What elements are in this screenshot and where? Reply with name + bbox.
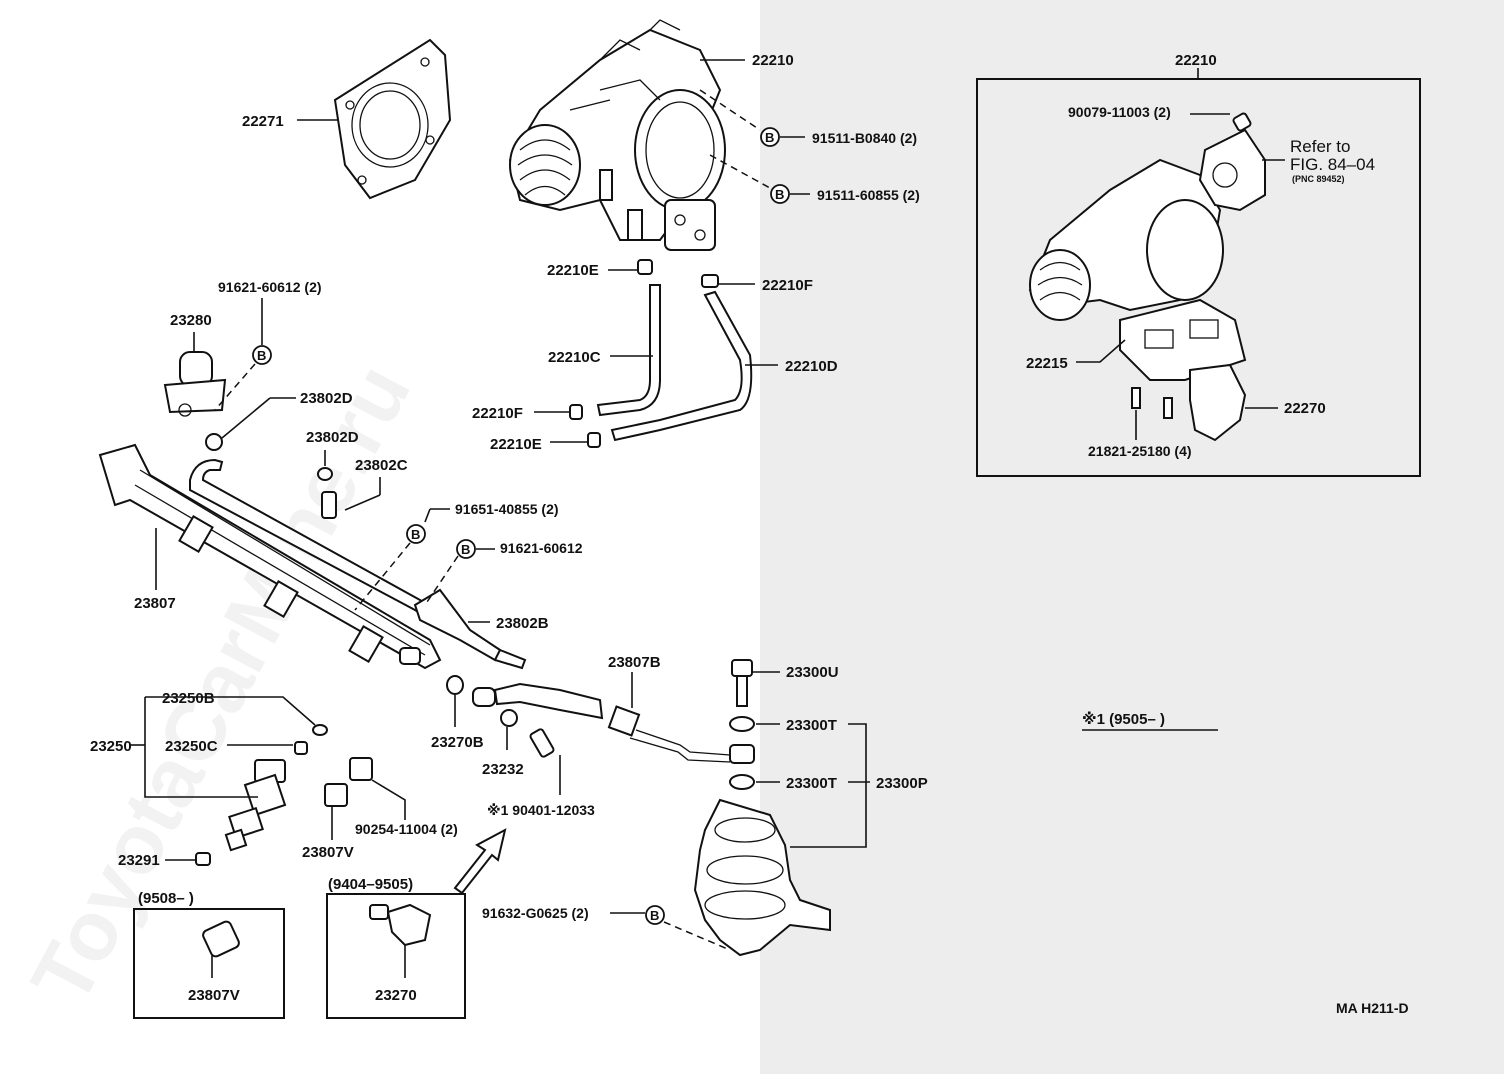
label-22210e-lower: 22210E <box>490 436 542 453</box>
symbol-b-4 <box>406 524 426 544</box>
label-23802d-lower: 23802D <box>306 429 359 446</box>
watermark: ToyotaCarMine.ru <box>13 349 428 1018</box>
label-22210f-upper: 22210F <box>762 277 813 294</box>
label-pnc-89452: (PNC 89452) <box>1292 174 1345 184</box>
pulsation-damper-23300p-drawing <box>693 659 831 957</box>
label-23300t-upper: 23300T <box>786 717 837 734</box>
label-22210: 22210 <box>752 52 794 69</box>
page-code: MA H211-D <box>1336 1000 1409 1016</box>
label-23802b: 23802B <box>496 615 549 632</box>
label-91621-60612: 91621-60612 <box>500 540 583 556</box>
label-date-9508: (9508– ) <box>138 890 194 907</box>
throttle-body-drawing <box>508 19 726 251</box>
label-91621-60612-2: 91621-60612 (2) <box>218 279 322 295</box>
hoses-drawing <box>569 259 753 448</box>
label-23270b: 23270B <box>431 734 484 751</box>
svg-text:B: B <box>257 348 266 363</box>
label-91632-g0625: 91632-G0625 (2) <box>482 905 589 921</box>
label-23232: 23232 <box>482 761 524 778</box>
label-22270: 22270 <box>1284 400 1326 417</box>
label-refer-to: Refer to <box>1290 137 1350 156</box>
label-23300t-lower: 23300T <box>786 775 837 792</box>
label-21821-25180: 21821-25180 (4) <box>1088 443 1192 459</box>
symbol-b-6 <box>645 905 665 925</box>
box-9404-9505 <box>326 893 466 1019</box>
label-23807v: 23807V <box>302 844 354 861</box>
label-22210f-lower: 22210F <box>472 405 523 422</box>
injector-23250-drawing <box>195 724 373 866</box>
label-23807v-box: 23807V <box>188 987 240 1004</box>
svg-text:B: B <box>411 527 420 542</box>
label-23807b: 23807B <box>608 654 661 671</box>
symbol-b-3 <box>252 345 272 365</box>
symbol-b-1 <box>760 127 780 147</box>
fuel-temp-sensor-23270-drawing <box>369 903 432 978</box>
label-23802d-upper: 23802D <box>300 390 353 407</box>
label-23250c: 23250C <box>165 738 218 755</box>
label-22210d: 22210D <box>785 358 838 375</box>
label-90079-11003: 90079-11003 (2) <box>1068 104 1171 120</box>
label-23300p: 23300P <box>876 775 928 792</box>
label-91651-40855: 91651-40855 (2) <box>455 501 559 517</box>
label-90254-11004: 90254-11004 (2) <box>355 821 458 837</box>
label-23280: 23280 <box>170 312 212 329</box>
connector-23807v-drawing <box>202 920 240 978</box>
note-9505: ※1 (9505– ) <box>1082 710 1165 728</box>
label-23250b: 23250B <box>162 690 215 707</box>
label-91511-60855: 91511-60855 (2) <box>817 187 920 203</box>
label-90401-12033: ※1 90401-12033 <box>487 802 595 818</box>
svg-text:B: B <box>461 542 470 557</box>
label-fig-84-04: FIG. 84–04 <box>1290 155 1375 174</box>
symbol-b-5 <box>456 539 476 559</box>
gasket-22271-drawing <box>333 38 452 200</box>
svg-text:B: B <box>765 130 774 145</box>
label-23250: 23250 <box>90 738 132 755</box>
label-23300u: 23300U <box>786 664 839 681</box>
label-date-9404-9505: (9404–9505) <box>328 876 413 893</box>
svg-text:B: B <box>775 187 784 202</box>
symbol-b-2 <box>770 184 790 204</box>
pressure-regulator-23280-drawing <box>163 351 227 451</box>
fuel-line-23807b-drawing <box>446 675 731 763</box>
arrow-icon <box>453 828 507 895</box>
label-22210c: 22210C <box>548 349 601 366</box>
label-23802c: 23802C <box>355 457 408 474</box>
label-23807: 23807 <box>134 595 176 612</box>
label-91511-b0840: 91511-B0840 (2) <box>812 130 917 146</box>
label-23291: 23291 <box>118 852 160 869</box>
inset-throttle-assembly-drawing <box>1028 112 1266 442</box>
fuel-rail-23807-drawing <box>98 443 527 670</box>
svg-text:B: B <box>650 908 659 923</box>
label-22215: 22215 <box>1026 355 1068 372</box>
label-22271: 22271 <box>242 113 284 130</box>
label-22210e-upper: 22210E <box>547 262 599 279</box>
inset-title-22210: 22210 <box>1175 52 1217 69</box>
box-9508 <box>133 908 285 1019</box>
label-23270-box: 23270 <box>375 987 417 1004</box>
